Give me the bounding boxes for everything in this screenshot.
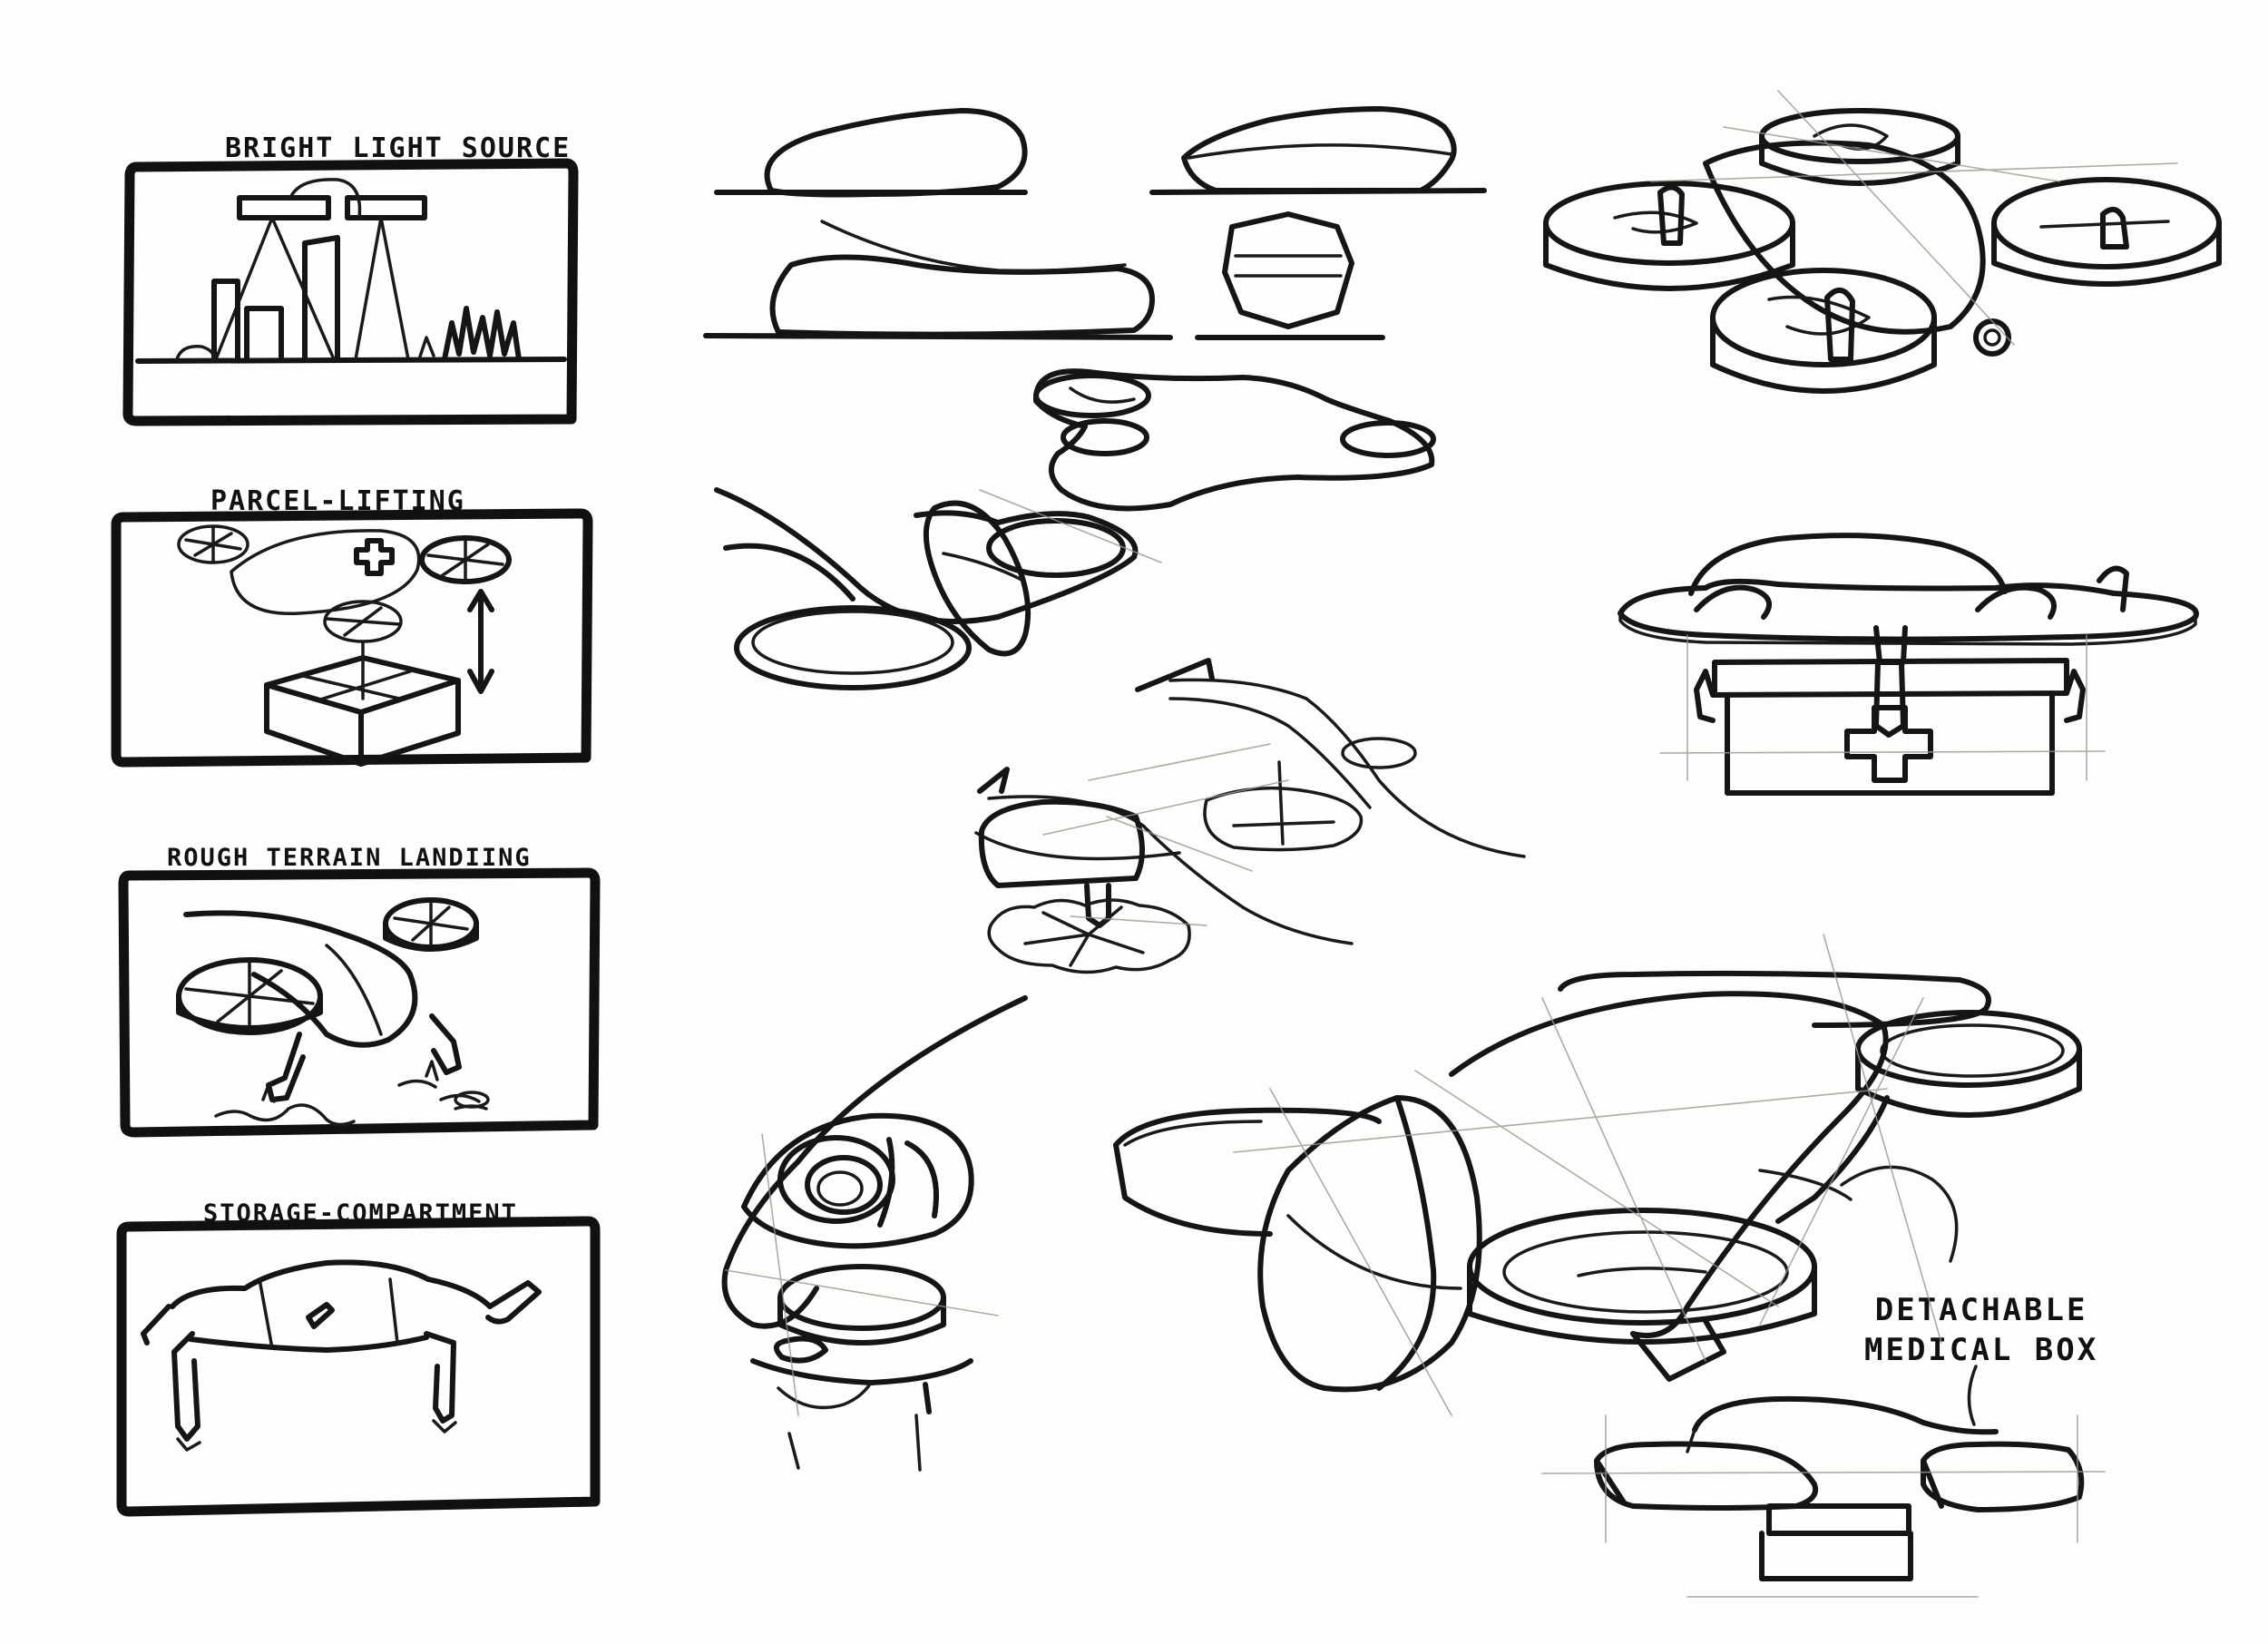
medical-box-drone-front (1618, 533, 2199, 796)
flow-drone-study (974, 658, 1526, 974)
panel-label-rough-terrain: ROUGH TERRAIN LANDIING (167, 844, 532, 872)
callout-line-2: MEDICAL BOX (1864, 1332, 2099, 1368)
form-study-top-center (703, 106, 1487, 340)
fluid-drone-study (714, 368, 1436, 690)
main-perspective-drone (1113, 970, 2082, 1416)
panel-parcel-lifting (111, 508, 593, 768)
panel-bright-light (122, 158, 579, 426)
panel-rough-terrain (118, 867, 601, 1138)
detachable-box-side (1541, 1365, 2106, 1598)
callout-detachable-medical-box: DETACHABLE MEDICAL BOX (1864, 1290, 2098, 1370)
panel-storage (116, 1216, 601, 1517)
rotor-node-closeup (721, 995, 1028, 1472)
quad-rotor-study (1543, 90, 2222, 394)
callout-line-1: DETACHABLE (1874, 1292, 2088, 1328)
pencil-guidelines (979, 489, 1942, 1344)
